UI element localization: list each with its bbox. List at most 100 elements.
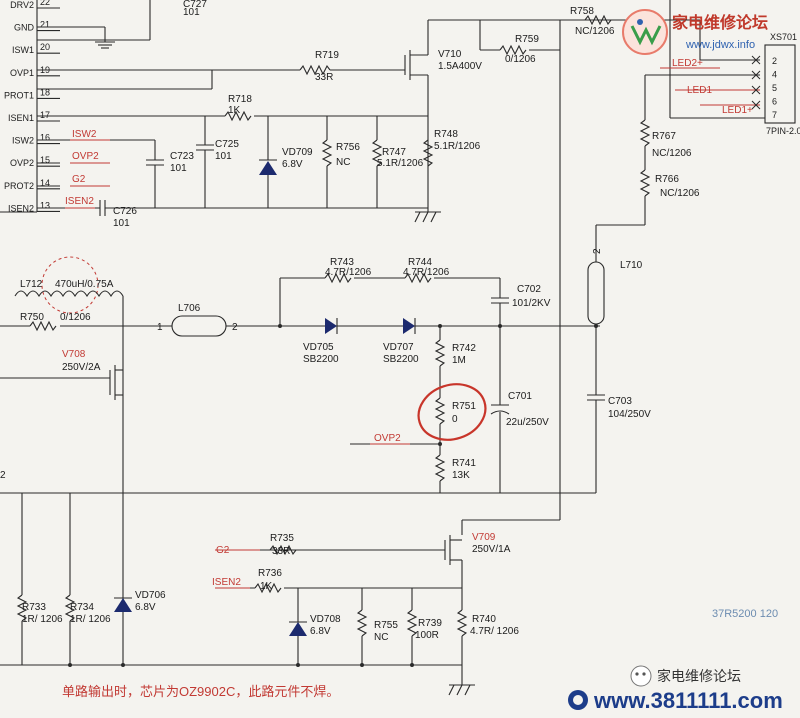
middle-wiring — [0, 256, 605, 665]
net-g2-low: G2 — [216, 545, 230, 556]
l710-ref: L710 — [620, 260, 643, 271]
v710-ref: V710 — [438, 49, 462, 60]
r747-ref: R747 — [382, 147, 406, 158]
net-isen2: ISEN2 — [65, 196, 94, 207]
connector-pin-number: 5 — [772, 83, 777, 93]
r758-ref: R758 — [570, 6, 594, 17]
v710-val: 1.5A400V — [438, 61, 482, 72]
r733-val: 1R/ 1206 — [22, 614, 63, 625]
watermark-top-name: 家电维修论坛 — [672, 13, 768, 32]
l706-pin2: 2 — [232, 322, 238, 333]
r756-val: NC — [336, 157, 350, 168]
ic-pin-number: 13 — [40, 200, 50, 210]
connector-pin-number: 7 — [772, 110, 777, 120]
r767-val: NC/1206 — [652, 148, 692, 159]
c701-val: 22u/250V — [506, 417, 549, 428]
r734-val: 1R/ 1206 — [70, 614, 111, 625]
vd708-ref: VD708 — [310, 614, 341, 625]
vd708-val: 6.8V — [310, 626, 331, 637]
r751-val: 0 — [452, 414, 458, 425]
r758-val: NC/1206 — [575, 26, 615, 37]
net-isen2-low: ISEN2 — [212, 577, 241, 588]
r748-ref: R748 — [434, 129, 458, 140]
v708-ref: V708 — [62, 349, 86, 360]
ic-pin-number: 20 — [40, 42, 50, 52]
r742-ref: R742 — [452, 343, 476, 354]
r718-ref: R718 — [228, 94, 252, 105]
r759-ref: R759 — [515, 34, 539, 45]
r735-val: 33R — [272, 546, 290, 557]
watermark-top-url: www.jdwx.info — [685, 39, 755, 51]
connector-net-label: LED1+ — [722, 105, 753, 116]
r744-val: 4.7R/1206 — [403, 267, 450, 278]
watermark-bottom-name: 家电维修论坛 — [657, 668, 741, 684]
headset-icon — [568, 690, 588, 710]
r718-val: 1K — [228, 105, 241, 116]
watermark-bottom: 家电维修论坛 www.3811111.com — [568, 665, 783, 713]
r741-val: 13K — [452, 470, 470, 481]
r755-val: NC — [374, 632, 388, 643]
ic-pin-number: 17 — [40, 110, 50, 120]
vd707-ref: VD707 — [383, 342, 414, 353]
ic-pin-number: 21 — [40, 20, 50, 30]
c702-val: 101/2KV — [512, 298, 551, 309]
ic-pin-number: 18 — [40, 87, 50, 97]
left-edge-fragment: 2 — [0, 470, 6, 481]
r733-ref: R733 — [22, 602, 46, 613]
connector-name: 7PIN-2.0 — [766, 126, 800, 136]
c703-ref: C703 — [608, 396, 632, 407]
ic-pin-number: 14 — [40, 178, 50, 188]
r751-ref: R751 — [452, 401, 476, 412]
page-marker: 37R5200 120 — [712, 608, 778, 620]
r739-ref: R739 — [418, 618, 442, 629]
r735-ref: R735 — [270, 533, 294, 544]
vd709-val: 6.8V — [282, 159, 303, 170]
r759-val: 0/1206 — [505, 54, 536, 65]
r741-ref: R741 — [452, 458, 476, 469]
ic-pin-label: OVP2 — [10, 158, 34, 168]
r740-ref: R740 — [472, 614, 496, 625]
vd707-val: SB2200 — [383, 354, 419, 365]
l706-ref: L706 — [178, 303, 201, 314]
net-isw2: ISW2 — [72, 129, 97, 140]
lower-wiring — [0, 493, 560, 696]
l712-ref: L712 — [20, 279, 43, 290]
ic-pin-label: OVP1 — [10, 68, 34, 78]
ic-pin-label: PROT1 — [4, 90, 34, 100]
r766-ref: R766 — [655, 174, 679, 185]
c702-ref: C702 — [517, 284, 541, 295]
c701-ref: C701 — [508, 391, 532, 402]
r767-ref: R767 — [652, 131, 676, 142]
c726-val: 101 — [113, 218, 130, 229]
r766-val: NC/1206 — [660, 188, 700, 199]
l706-pin1: 1 — [157, 322, 163, 333]
connector-ref: XS701 — [770, 32, 797, 42]
c703-val: 104/250V — [608, 409, 651, 420]
watermark-bottom-url: www.3811111.com — [593, 688, 783, 713]
connector-pin-number: 4 — [772, 70, 777, 80]
ic-pin-label: ISW2 — [12, 136, 34, 146]
r734-ref: R734 — [70, 602, 94, 613]
net-ovp2-mid: OVP2 — [374, 433, 401, 444]
ic-pin-label: DRV2 — [10, 0, 34, 10]
r743-val: 4.7R/1206 — [325, 267, 372, 278]
c725-ref: C725 — [215, 139, 239, 150]
c723-val: 101 — [170, 163, 187, 174]
ic-pin-number: 15 — [40, 155, 50, 165]
r736-val: 1K — [260, 581, 273, 592]
ic-pin-label: ISW1 — [12, 45, 34, 55]
r740-val: 4.7R/ 1206 — [470, 626, 519, 637]
vd705-val: SB2200 — [303, 354, 339, 365]
l710-pin: 2 — [592, 248, 603, 254]
ic-pin-number: 16 — [40, 133, 50, 143]
vd706-ref: VD706 — [135, 590, 166, 601]
net-g2: G2 — [72, 174, 86, 185]
ic-pin-label: ISEN1 — [8, 113, 34, 123]
c-top-ref: C727 — [183, 0, 207, 10]
labels: C727 101 R758 NC/1206 R759 0/1206 R719 3… — [0, 0, 778, 699]
r750-val: 0/1206 — [60, 312, 91, 323]
v709-val: 250V/1A — [472, 544, 511, 555]
r744-ref: R744 — [408, 257, 432, 268]
r739-val: 100R — [415, 630, 439, 641]
